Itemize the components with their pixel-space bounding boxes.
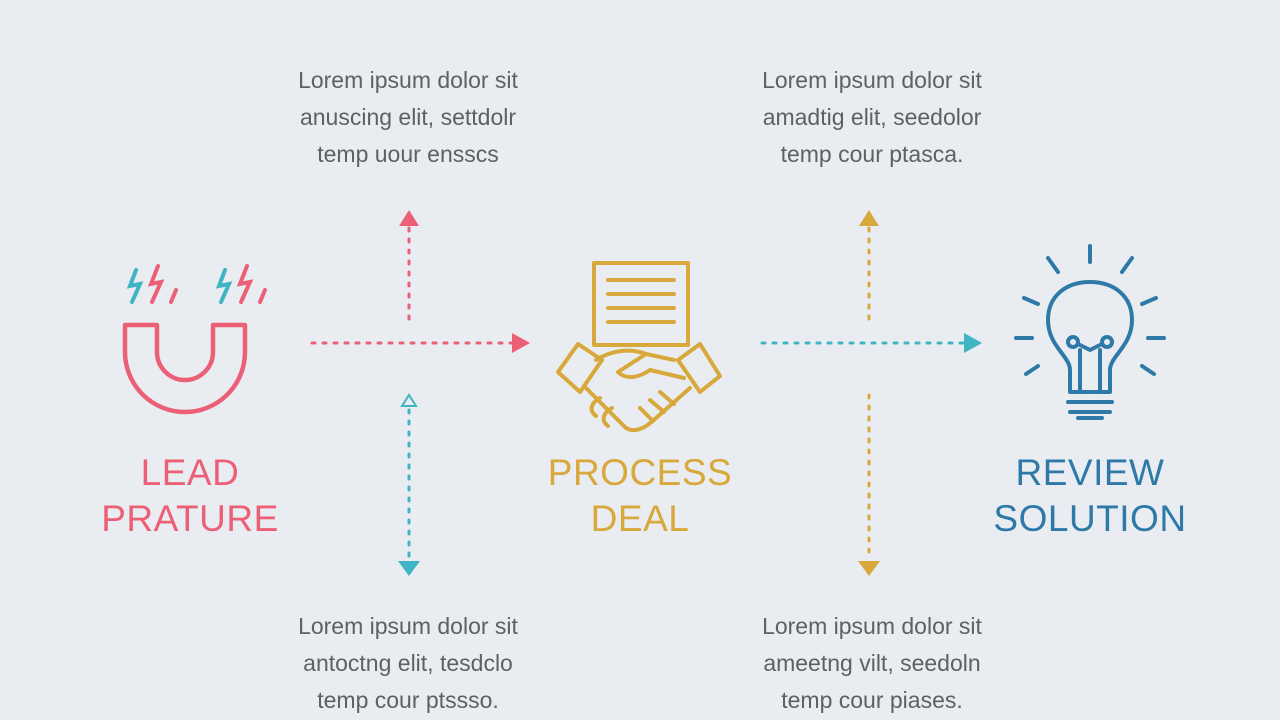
note-line: temp cour piases.: [781, 687, 963, 713]
arrow-down-right: [858, 393, 880, 576]
arrow-lead-to-process: [310, 333, 530, 353]
magnet-icon: [122, 264, 267, 415]
note-line: temp cour ptasca.: [780, 141, 964, 167]
note-top-left: Lorem ipsum dolor sit anuscing elit, set…: [258, 62, 558, 173]
handshake-document-icon: [556, 261, 722, 433]
note-line: anuscing elit, settdolr: [299, 104, 517, 130]
arrow-up-left: [399, 210, 419, 324]
note-line: ameetng vilt, seedoln: [763, 650, 981, 676]
stage-title-line: DEAL: [590, 498, 690, 539]
stage-title-line: PRATURE: [101, 498, 279, 539]
note-line: temp uour ensscs: [317, 141, 499, 167]
note-line: amadtig elit, seedolor: [762, 104, 982, 130]
lightbulb-icon: [1014, 244, 1166, 420]
stage-title-line: SOLUTION: [993, 498, 1187, 539]
note-line: Lorem ipsum dolor sit: [762, 67, 982, 93]
note-line: Lorem ipsum dolor sit: [762, 613, 982, 639]
note-bottom-right: Lorem ipsum dolor sit ameetng vilt, seed…: [722, 608, 1022, 719]
stage-title-line: REVIEW: [1015, 452, 1165, 493]
note-line: Lorem ipsum dolor sit: [298, 67, 518, 93]
arrow-process-to-review: [760, 333, 982, 353]
arrow-up-right: [859, 210, 879, 324]
note-line: temp cour ptssso.: [317, 687, 499, 713]
stage-title-lead: LEAD PRATURE: [90, 450, 290, 542]
note-line: antoctng elit, tesdclo: [303, 650, 513, 676]
stage-title-review: REVIEW SOLUTION: [980, 450, 1200, 542]
stage-title-line: PROCESS: [547, 452, 733, 493]
stage-title-process: PROCESS DEAL: [530, 450, 750, 542]
note-top-right: Lorem ipsum dolor sit amadtig elit, seed…: [722, 62, 1022, 173]
note-line: Lorem ipsum dolor sit: [298, 613, 518, 639]
arrow-down-left: [398, 393, 420, 576]
stage-title-line: LEAD: [140, 452, 240, 493]
note-bottom-left: Lorem ipsum dolor sit antoctng elit, tes…: [258, 608, 558, 719]
